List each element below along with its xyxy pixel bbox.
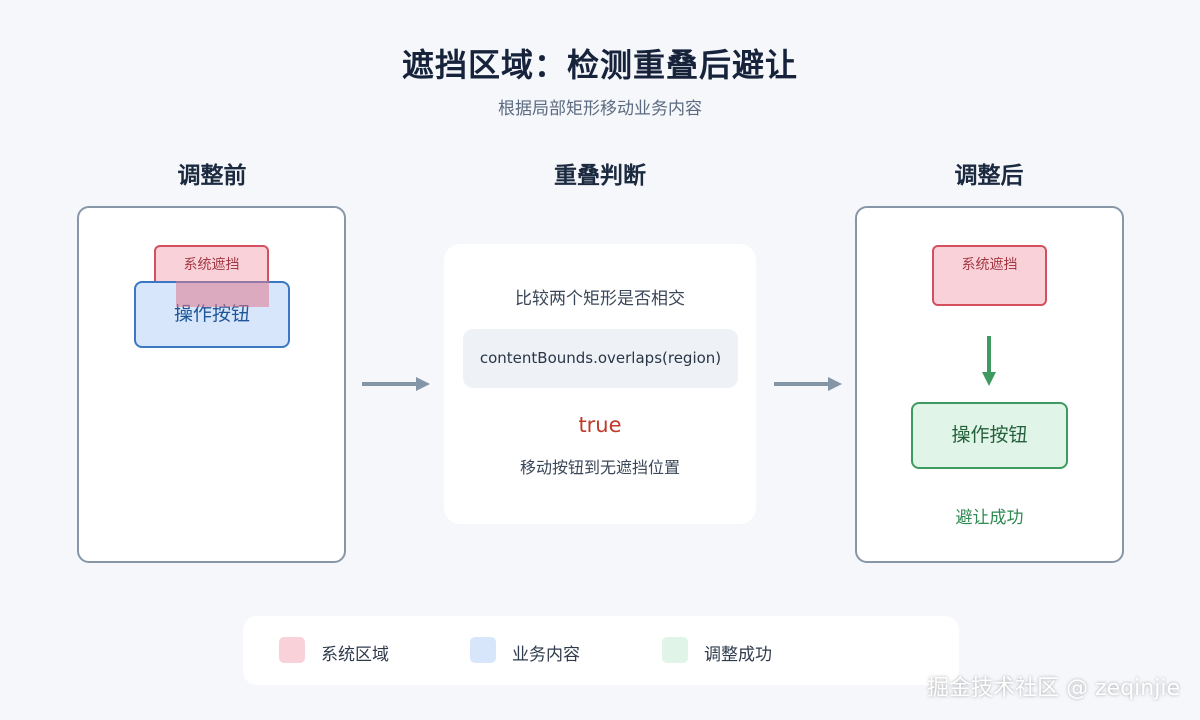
arrow-down-icon (982, 336, 996, 386)
column-heading-check: 重叠判断 (554, 163, 646, 189)
legend-swatch-system (279, 637, 305, 663)
legend (243, 616, 959, 685)
legend-swatch-content (470, 637, 496, 663)
code-snippet: contentBounds.overlaps(region) (463, 329, 738, 388)
column-heading-after: 调整后 (954, 163, 1024, 189)
page-title: 遮挡区域：检测重叠后避让 (401, 46, 798, 84)
arrow-right-icon (362, 377, 430, 391)
page-subtitle: 根据局部矩形移动业务内容 (498, 99, 702, 119)
after-system-label: 系统遮挡 (961, 257, 1018, 273)
legend-label-content: 业务内容 (512, 645, 580, 665)
code-text: contentBounds.overlaps(region) (479, 349, 722, 367)
arrow-right-icon (774, 377, 842, 391)
legend-swatch-success (662, 637, 688, 663)
after-action-button: 操作按钮 (911, 402, 1068, 469)
before-system-label: 系统遮挡 (183, 257, 240, 273)
check-action: 移动按钮到无遮挡位置 (519, 458, 680, 477)
after-system-occlusion: 系统遮挡 (932, 245, 1047, 306)
column-heading-before: 调整前 (177, 163, 247, 189)
check-heading: 比较两个矩形是否相交 (515, 289, 685, 309)
avoid-success-text: 避让成功 (955, 508, 1024, 528)
before-button-label: 操作按钮 (173, 303, 250, 325)
watermark: 掘金技术社区 @ zeqinjie (927, 676, 1180, 701)
overlap-region (176, 281, 269, 307)
check-result: true (578, 413, 622, 437)
legend-label-success: 调整成功 (704, 645, 772, 665)
legend-label-system: 系统区域 (321, 645, 389, 665)
after-button-label: 操作按钮 (951, 424, 1028, 446)
before-system-occlusion: 系统遮挡 (154, 245, 269, 287)
